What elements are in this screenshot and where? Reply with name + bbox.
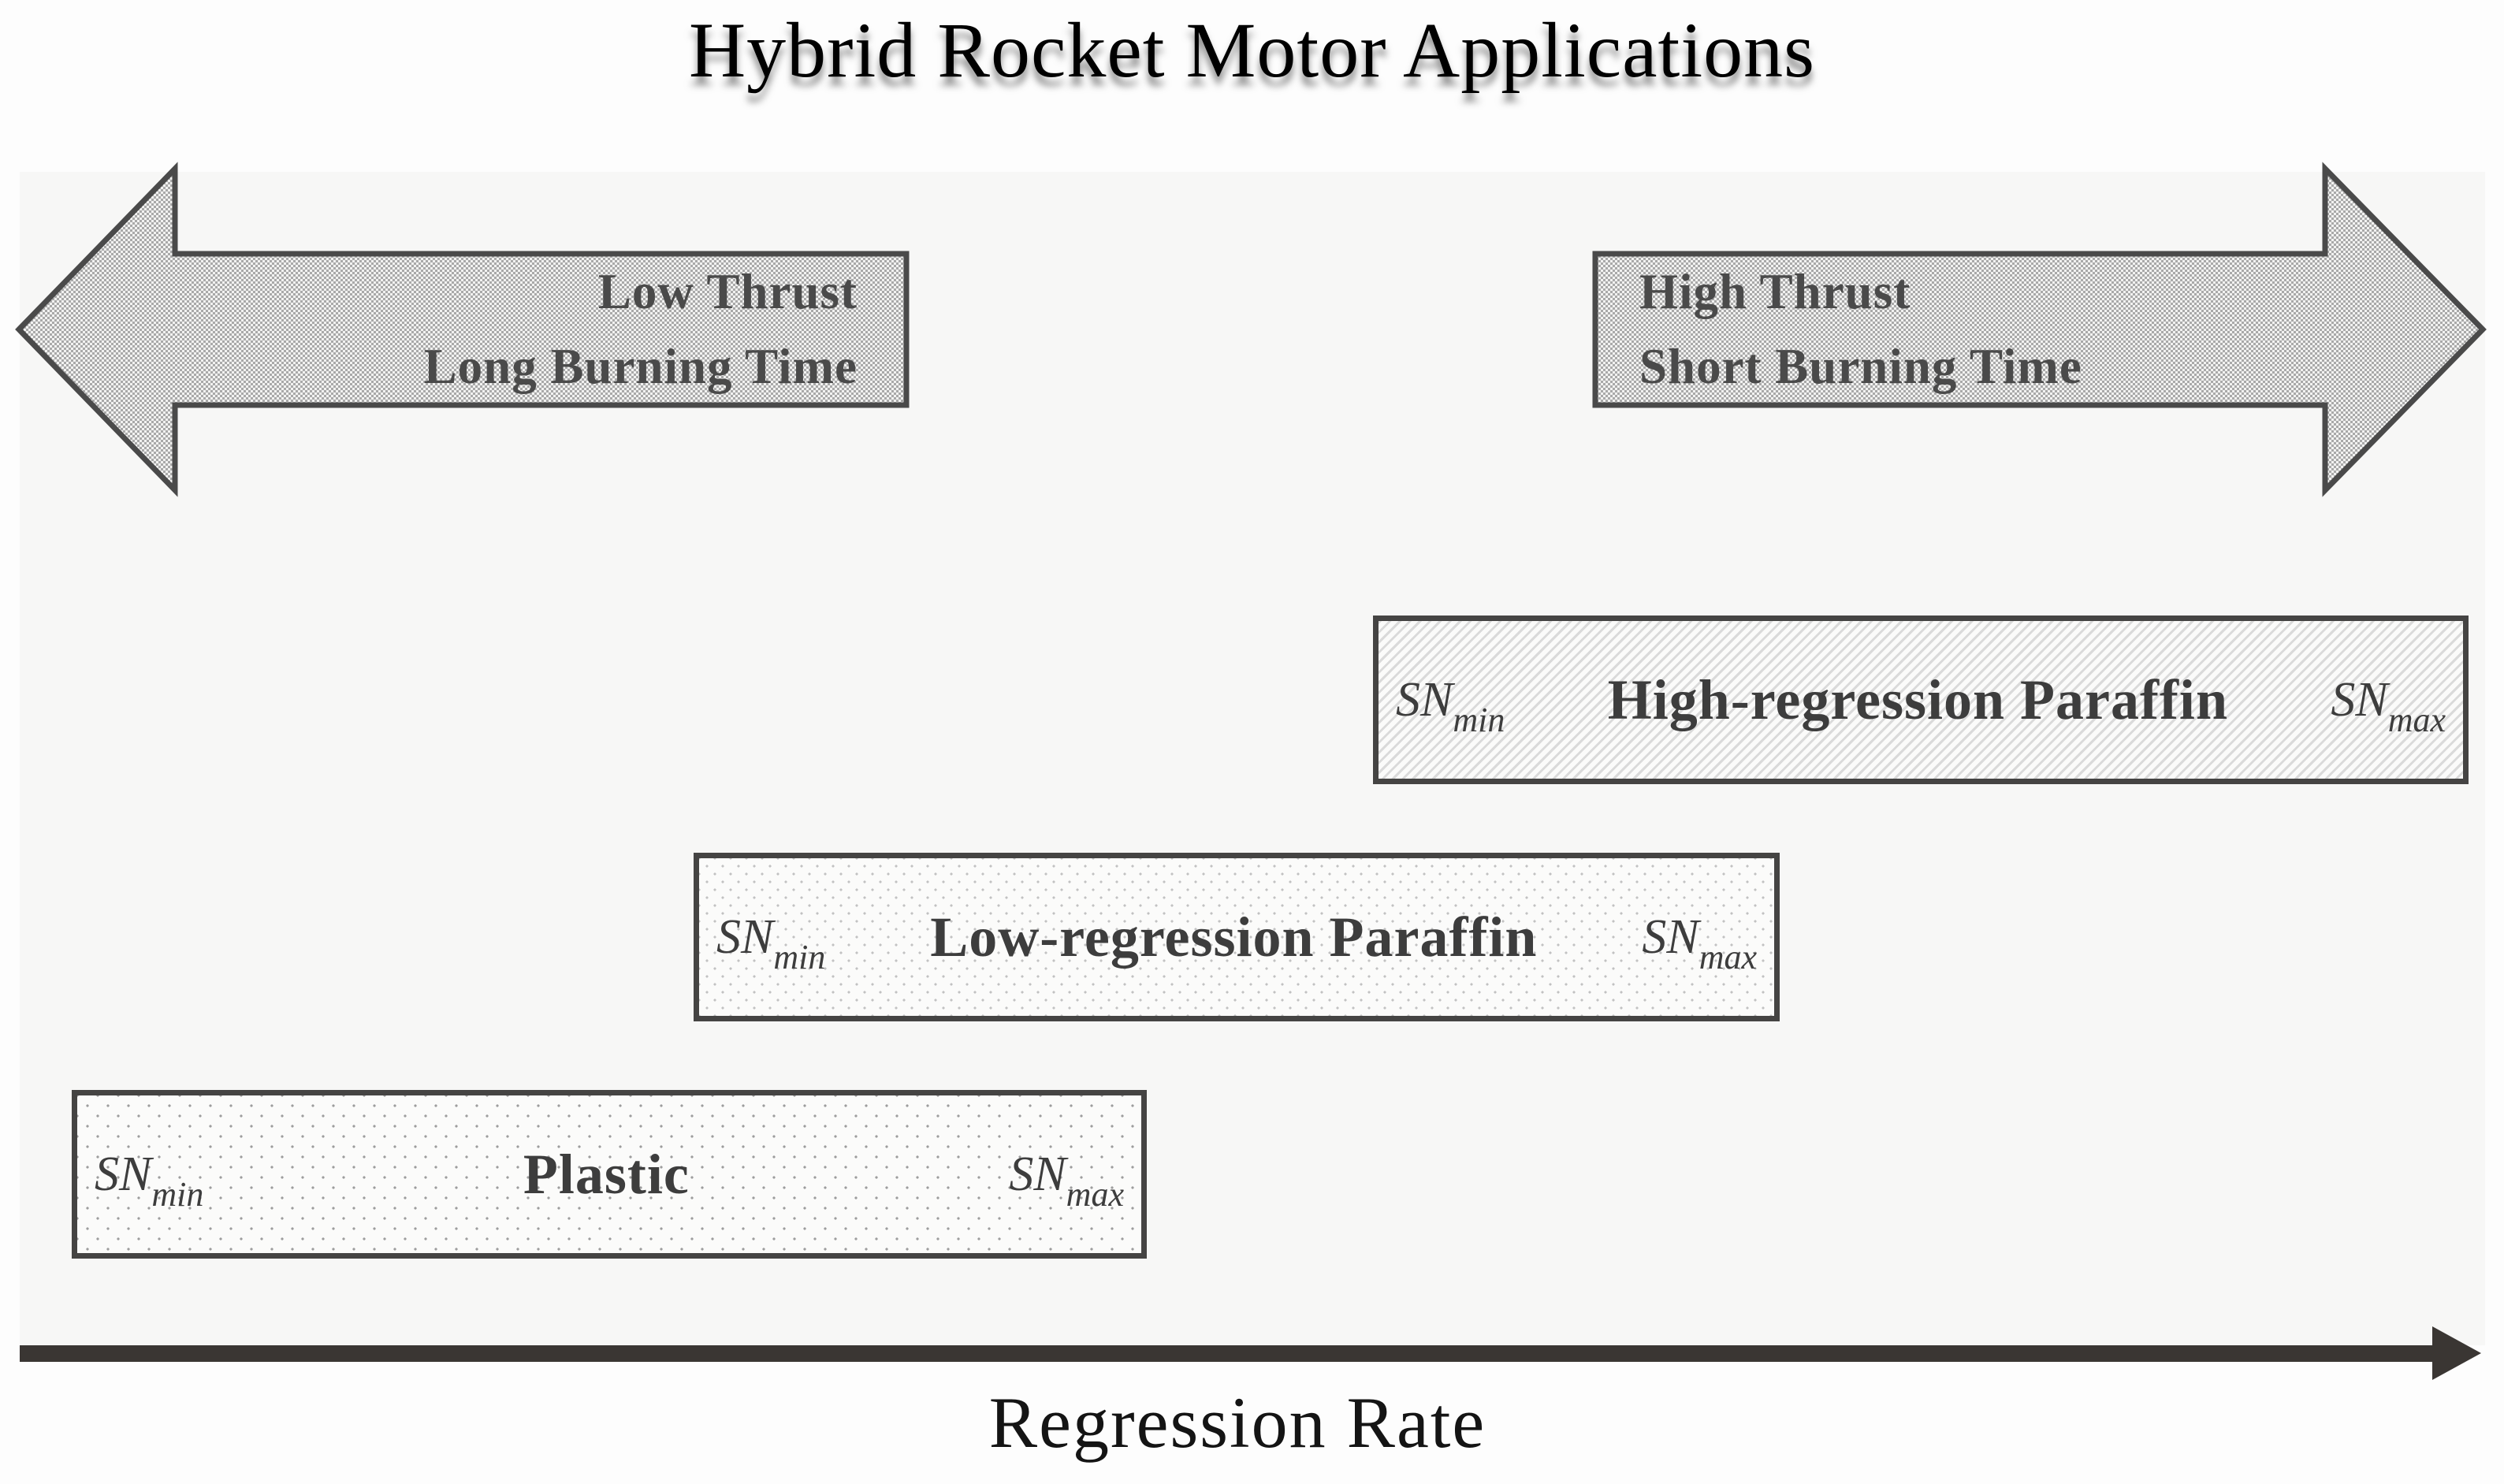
sn-min-label: SNmin (1396, 672, 1505, 739)
right-direction-arrow (1592, 162, 2487, 497)
sn-max-label: SNmax (2331, 672, 2446, 739)
right-arrow-caption: High Thrust Short Burning Time (1595, 254, 2325, 405)
sn-min-label: SNmin (95, 1147, 204, 1214)
band-label: Plastic (523, 1142, 690, 1206)
right-arrow-caption-line1: High Thrust (1639, 264, 1911, 319)
left-direction-arrow (15, 162, 910, 497)
left-arrow-caption-line2: Long Burning Time (423, 339, 858, 394)
regression-rate-axis-line (20, 1345, 2434, 1362)
sn-min-label: SNmin (716, 909, 826, 976)
axis-label: Regression Rate (988, 1382, 1486, 1463)
sn-max-label: SNmax (1009, 1147, 1124, 1214)
left-arrow-caption-line1: Low Thrust (597, 264, 858, 319)
band-label: Low-regression Paraffin (930, 905, 1538, 969)
right-arrow-caption-line2: Short Burning Time (1639, 339, 2082, 394)
page-title: Hybrid Rocket Motor Applications (688, 6, 1816, 94)
band-high-regression-paraffin: SNmin High-regression Paraffin SNmax (1373, 616, 2469, 784)
regression-rate-axis-arrowhead-icon (2432, 1326, 2481, 1380)
band-label: High-regression Paraffin (1607, 668, 2228, 731)
sn-max-label: SNmax (1642, 909, 1757, 976)
left-arrow-caption: Low Thrust Long Burning Time (175, 254, 906, 405)
band-low-regression-paraffin: SNmin Low-regression Paraffin SNmax (694, 853, 1780, 1021)
band-plastic: SNmin Plastic SNmax (72, 1090, 1147, 1259)
